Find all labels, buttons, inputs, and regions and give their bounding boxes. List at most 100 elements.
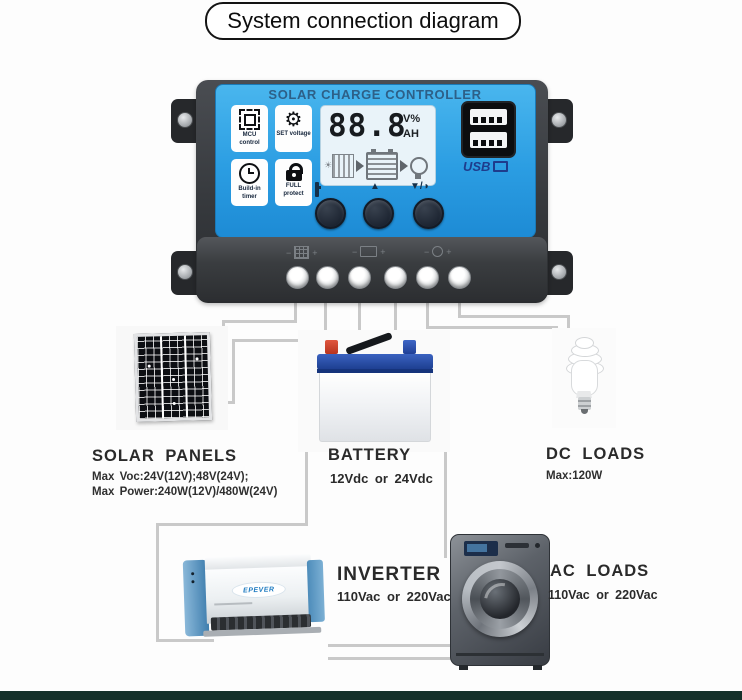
usb-plug-icon — [493, 161, 509, 172]
bulb-tip — [581, 409, 588, 414]
down-button[interactable] — [413, 198, 444, 229]
wire-load-negative — [458, 315, 570, 318]
wire-load-positive — [426, 302, 429, 329]
lcd-value: 88.8 — [328, 108, 407, 144]
solar-panel-image — [133, 332, 213, 422]
usb-port-icon — [470, 109, 507, 125]
screw-hole-icon — [551, 264, 567, 280]
wire-load-positive — [426, 326, 558, 329]
feature-label: FULL protect — [283, 183, 304, 197]
wire-pv-positive — [222, 320, 297, 323]
battery-icon — [366, 149, 399, 180]
battery-image — [319, 373, 431, 442]
wire-pv-negative — [232, 339, 235, 404]
usb-label-text: USB — [463, 159, 491, 174]
wire-pv-positive — [294, 302, 297, 323]
lamp-icon — [432, 246, 444, 257]
ac-loads-label: AC LOADS — [550, 562, 650, 580]
cfl-bulb-image — [575, 337, 594, 349]
feature-mcu-control: MCU control — [231, 105, 268, 152]
battery-negative-terminal — [403, 340, 416, 354]
wire-inverter-to-ac — [328, 644, 456, 647]
arrow-right-icon — [356, 160, 365, 172]
feature-label: MCU control — [239, 132, 260, 146]
bulb-screw-socket — [578, 397, 591, 410]
arrow-right-icon — [400, 160, 409, 172]
dc-loads-spec: Max:120W — [546, 470, 603, 482]
solar-panels-spec-power: Max Power:240W(12V)/480W(24V) — [92, 486, 278, 498]
feature-label: SET voltage — [276, 131, 311, 137]
lamp-icon — [410, 157, 429, 179]
terminal-screw — [416, 266, 439, 289]
screw-hole-icon — [177, 264, 193, 280]
screw-hole-icon — [177, 112, 193, 128]
wire-battery-to-inverter — [156, 639, 214, 642]
sun-icon: ☀ — [324, 161, 333, 171]
controller-name: SOLAR CHARGE CONTROLLER — [268, 87, 482, 102]
solar-panel-icon — [332, 154, 355, 178]
dc-loads-label: DC LOADS — [546, 445, 646, 463]
battery-icon — [360, 246, 378, 257]
terminal-screw — [286, 266, 309, 289]
washer-foot — [533, 665, 542, 670]
inverter-spec: 110Vac or 220Vac — [337, 589, 451, 604]
wire-battery-down — [444, 350, 447, 558]
lcd-energy-flow: ☀ — [324, 149, 430, 181]
battery-spec: 12Vdc or 24Vdc — [330, 471, 433, 486]
washer-door — [462, 561, 538, 637]
usb-port-icon — [470, 132, 507, 148]
solar-panels-label: SOLAR PANELS — [92, 447, 238, 465]
load-terminal-marking: −+ — [424, 246, 452, 257]
mcu-chip-icon — [239, 109, 260, 130]
usb-label: USB — [463, 159, 523, 174]
feature-set-voltage: ⚙ SET voltage — [275, 105, 312, 152]
battery-label: BATTERY — [328, 446, 412, 464]
select-button[interactable] — [315, 198, 346, 229]
gear-icon: ⚙ — [284, 107, 303, 131]
battery-lid-edge — [317, 369, 433, 373]
diagram-title-text: System connection diagram — [227, 8, 499, 33]
battery-terminal-marking: −+ — [352, 246, 386, 257]
ac-loads-spec: 110Vac or 220Vac — [548, 588, 658, 602]
terminal-screw — [384, 266, 407, 289]
wire-battery-negative — [394, 302, 397, 336]
washer-drum — [476, 575, 528, 627]
inverter-label: INVERTER — [337, 564, 442, 585]
washer-button-row — [505, 543, 529, 548]
washer-foot — [459, 665, 468, 670]
solar-panel-icon — [294, 246, 310, 259]
up-arrow-icon: ▲ — [370, 181, 380, 192]
diagram-title: System connection diagram — [205, 2, 521, 40]
terminal-housing — [197, 237, 547, 301]
feature-label: Build-in timer — [238, 186, 261, 200]
wire-pv-negative — [232, 339, 327, 342]
lock-icon — [285, 163, 303, 181]
inverter-image: EPEVER — [178, 547, 333, 644]
terminal-screw — [348, 266, 371, 289]
up-button[interactable] — [363, 198, 394, 229]
cfl-bulb-image — [571, 360, 598, 396]
status-led — [191, 572, 195, 576]
terminal-screw — [316, 266, 339, 289]
screw-hole-icon — [551, 112, 567, 128]
bulb-neck — [576, 391, 592, 398]
washer-door-ring — [470, 569, 530, 629]
battery-positive-terminal — [325, 340, 338, 354]
bottom-bar — [0, 691, 742, 700]
battery-lid — [317, 354, 433, 370]
dual-usb-port — [461, 101, 516, 158]
feature-full-protect: FULL protect — [275, 159, 312, 206]
wire-battery-to-inverter — [156, 523, 159, 642]
wire-pv-negative — [324, 302, 327, 342]
glass-reflection — [476, 575, 528, 627]
washer-display — [464, 541, 498, 556]
wire-load-negative — [458, 302, 461, 318]
clock-icon — [239, 163, 260, 184]
feature-built-in-timer: Build-in timer — [231, 159, 268, 206]
wire-inverter-to-ac — [328, 657, 456, 660]
lcd-unit-volt-percent: V% — [403, 113, 421, 125]
wire-battery-to-inverter — [156, 523, 308, 526]
lcd-unit-amp-hour: AH — [403, 128, 419, 140]
washer-knob — [535, 543, 540, 548]
